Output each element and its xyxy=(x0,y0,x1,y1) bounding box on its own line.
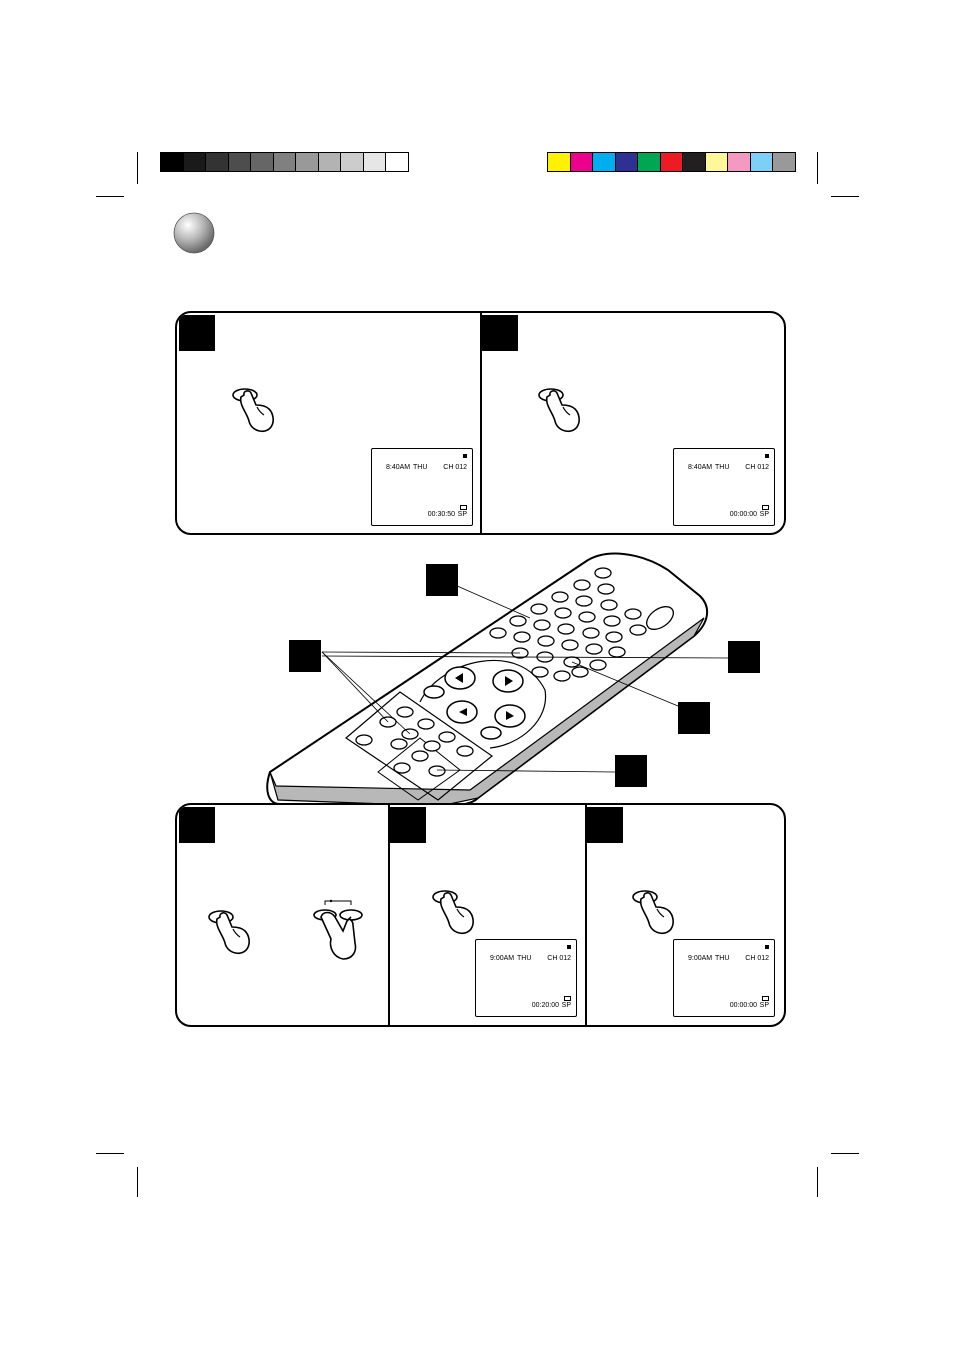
panel-divider xyxy=(585,805,587,1025)
callout-marker xyxy=(289,640,321,672)
screen-speed: SP xyxy=(759,1002,769,1009)
stop-indicator-icon xyxy=(765,945,769,949)
top-steps-panel: 8:40AM THU CH 012 00:30:50 SP 8:40AM THU… xyxy=(175,311,786,535)
screen-time: 8:40AM xyxy=(688,464,713,471)
cassette-icon xyxy=(564,996,571,1001)
screen-time: 8:40AM xyxy=(386,464,411,471)
panel-divider xyxy=(388,805,390,1025)
crop-mark xyxy=(831,196,859,197)
two-finger-press-icon xyxy=(313,899,363,960)
screen-time: 9:00AM xyxy=(490,955,515,962)
color-swatch xyxy=(749,152,773,172)
tv-screen-display: 8:40AM THU CH 012 00:30:50 SP xyxy=(371,448,473,526)
crop-mark xyxy=(137,152,138,184)
color-swatch xyxy=(704,152,728,172)
crop-mark xyxy=(96,1153,124,1154)
crop-mark xyxy=(137,1167,138,1197)
color-swatch xyxy=(547,152,571,172)
color-swatch xyxy=(385,152,409,172)
screen-day: THU xyxy=(715,464,730,471)
callout-marker xyxy=(615,755,647,787)
screen-time: 9:00AM xyxy=(688,955,713,962)
color-swatch xyxy=(250,152,274,172)
finger-press-icon xyxy=(538,388,580,433)
color-swatch xyxy=(205,152,229,172)
finger-press-icon xyxy=(232,388,274,433)
finger-press-icon xyxy=(208,910,250,955)
screen-counter: 00:00:00 xyxy=(729,511,757,518)
screen-channel: CH 012 xyxy=(547,955,571,962)
step-number-box xyxy=(179,807,215,843)
crop-mark xyxy=(831,1153,859,1154)
step-number-box xyxy=(482,315,518,351)
color-swatch xyxy=(637,152,661,172)
color-swatch xyxy=(659,152,683,172)
crop-mark xyxy=(817,152,818,184)
screen-day: THU xyxy=(715,955,730,962)
screen-speed: SP xyxy=(561,1002,571,1009)
crop-mark xyxy=(817,1167,818,1197)
finger-press-icon xyxy=(432,890,474,935)
color-swatch xyxy=(340,152,364,172)
screen-counter: 00:30:50 xyxy=(427,511,455,518)
bottom-steps-panel: 9:00AM THU CH 012 00:20:00 SP 9:00AM THU… xyxy=(175,803,786,1027)
screen-day: THU xyxy=(413,464,428,471)
screen-channel: CH 012 xyxy=(745,464,769,471)
color-swatch xyxy=(682,152,706,172)
callout-marker xyxy=(426,564,458,596)
color-swatch xyxy=(772,152,796,172)
color-swatch xyxy=(727,152,751,172)
cassette-icon xyxy=(460,505,467,510)
screen-channel: CH 012 xyxy=(745,955,769,962)
tv-screen-display: 9:00AM THU CH 012 00:00:00 SP xyxy=(673,939,775,1017)
stop-indicator-icon xyxy=(765,454,769,458)
step-number-box xyxy=(179,315,215,351)
section-bullet-icon xyxy=(173,212,215,254)
screen-counter: 00:00:00 xyxy=(729,1002,757,1009)
tv-screen-display: 9:00AM THU CH 012 00:20:00 SP xyxy=(475,939,577,1017)
color-swatch xyxy=(569,152,593,172)
stop-indicator-icon xyxy=(463,454,467,458)
color-swatch xyxy=(160,152,184,172)
color-swatch xyxy=(614,152,638,172)
color-swatch xyxy=(227,152,251,172)
crop-mark xyxy=(96,196,124,197)
stop-indicator-icon xyxy=(567,945,571,949)
finger-press-icon xyxy=(632,890,674,935)
color-swatch xyxy=(272,152,296,172)
screen-speed: SP xyxy=(759,511,769,518)
callout-marker xyxy=(678,702,710,734)
color-swatch xyxy=(592,152,616,172)
step-number-box xyxy=(390,807,426,843)
tv-screen-display: 8:40AM THU CH 012 00:00:00 SP xyxy=(673,448,775,526)
callout-marker xyxy=(728,641,760,673)
remote-control-illustration xyxy=(266,552,729,808)
cassette-icon xyxy=(762,505,769,510)
screen-day: THU xyxy=(517,955,532,962)
cassette-icon xyxy=(762,996,769,1001)
screen-channel: CH 012 xyxy=(443,464,467,471)
color-swatch xyxy=(182,152,206,172)
panel-divider xyxy=(480,313,482,533)
screen-speed: SP xyxy=(457,511,467,518)
color-swatch xyxy=(317,152,341,172)
color-swatch xyxy=(295,152,319,172)
screen-counter: 00:20:00 xyxy=(531,1002,559,1009)
color-swatch xyxy=(362,152,386,172)
step-number-box xyxy=(587,807,623,843)
